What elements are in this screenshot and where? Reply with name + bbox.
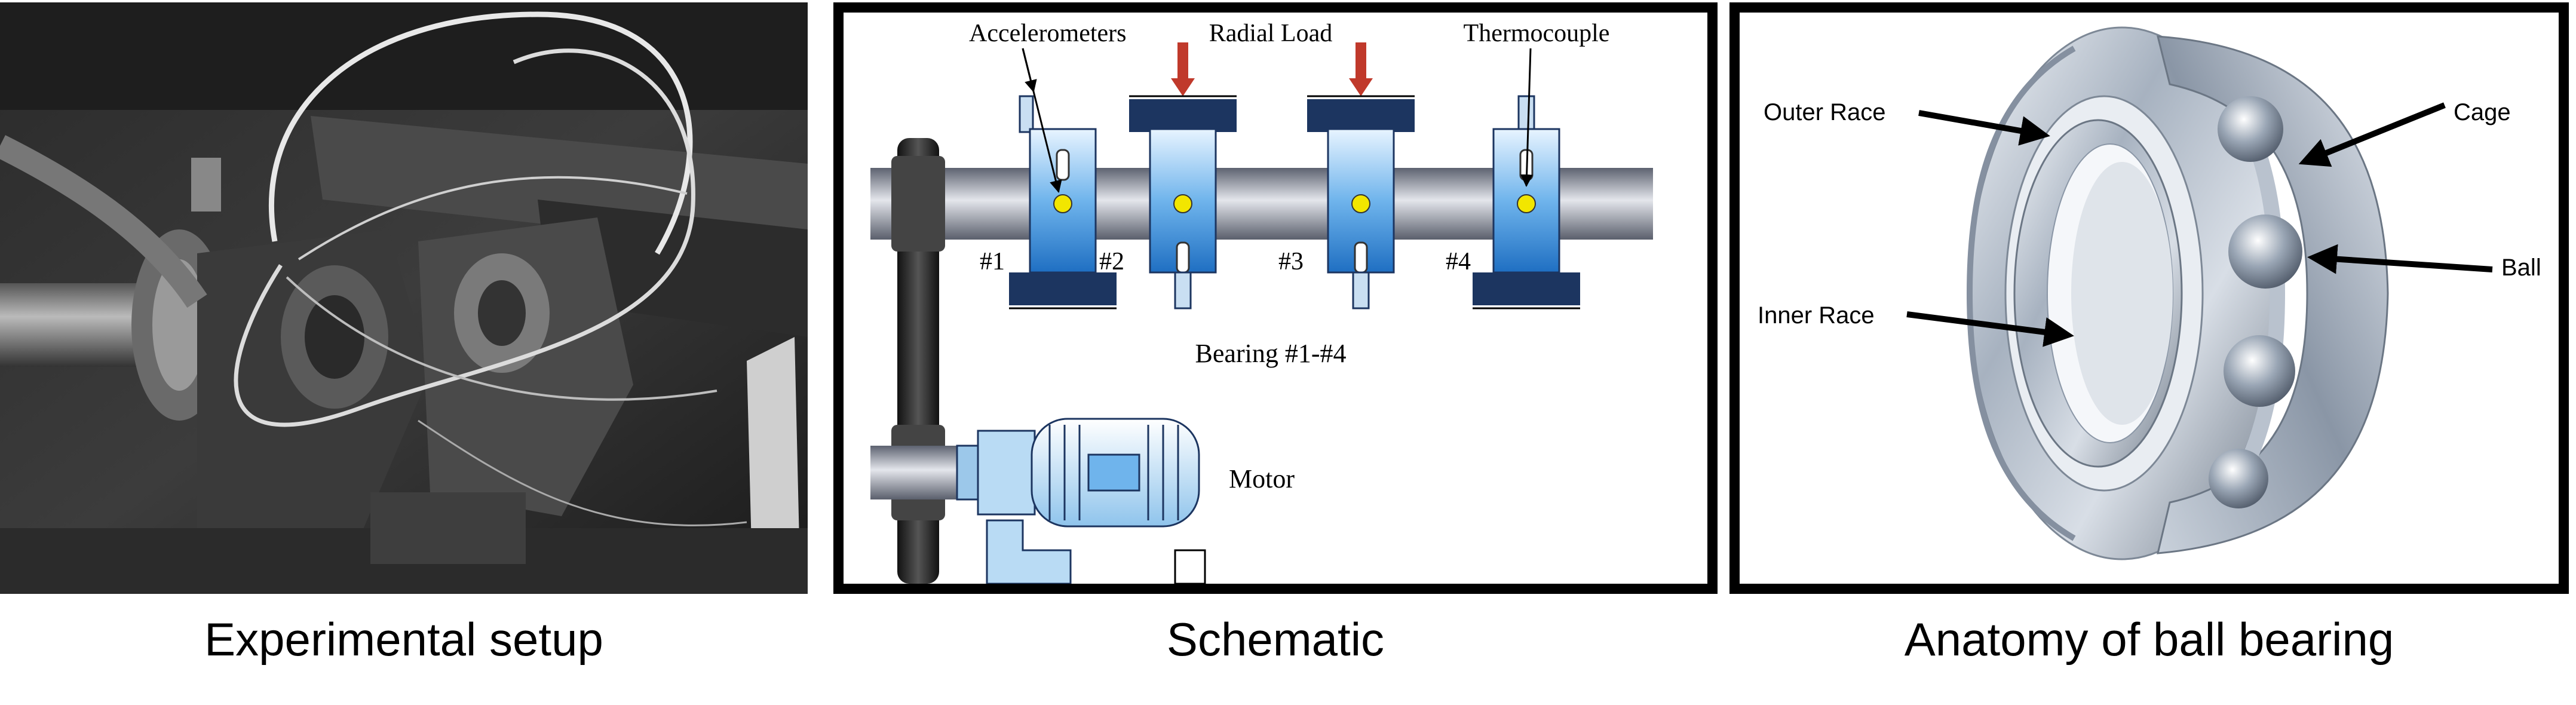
ball-bottom (2209, 449, 2268, 508)
label-bearings-1-4: Bearing #1-#4 (1195, 339, 1347, 368)
label-bearing-2: #2 (1099, 248, 1124, 275)
cage-pointer (2298, 102, 2446, 167)
caption-schematic: Schematic (1166, 613, 1385, 666)
outer-race-pointer (1918, 110, 2050, 146)
caption-experimental-setup: Experimental setup (204, 613, 603, 666)
label-bearing-3: #3 (1278, 248, 1304, 275)
ball-mid (2228, 214, 2302, 289)
schematic-panel: Accelerometers Radial Load Thermocouple … (833, 2, 1718, 594)
label-bearing-4: #4 (1446, 248, 1471, 275)
experimental-setup-photo (0, 2, 808, 594)
bearing-3 (1307, 42, 1415, 309)
inner-race-pointer (1906, 311, 2074, 347)
label-ball: Ball (2501, 255, 2541, 281)
caption-bearing-anatomy: Anatomy of ball bearing (1904, 613, 2394, 666)
bearing-1 (1009, 95, 1117, 309)
label-accelerometers: Accelerometers (969, 20, 1127, 47)
ball-top (2218, 96, 2283, 162)
bearing-4 (1473, 95, 1580, 309)
label-thermocouple: Thermocouple (1464, 20, 1610, 47)
label-inner-race: Inner Race (1758, 302, 1875, 329)
bearing-2 (1129, 42, 1237, 309)
motor (956, 418, 1206, 584)
label-bearing-1: #1 (980, 248, 1005, 275)
ball-low (2224, 335, 2295, 407)
label-motor: Motor (1229, 464, 1295, 493)
ball-bearing-illustration (1966, 26, 2389, 560)
ball-pointer (2307, 244, 2493, 274)
label-outer-race: Outer Race (1764, 99, 1886, 125)
accelerometer-1 (1053, 194, 1072, 213)
label-cage: Cage (2454, 99, 2511, 125)
bearing-anatomy-panel: Outer Race Cage Ball Inner Race (1729, 2, 2569, 594)
label-radial-load: Radial Load (1209, 20, 1332, 47)
thermocouple-point (1517, 194, 1536, 213)
